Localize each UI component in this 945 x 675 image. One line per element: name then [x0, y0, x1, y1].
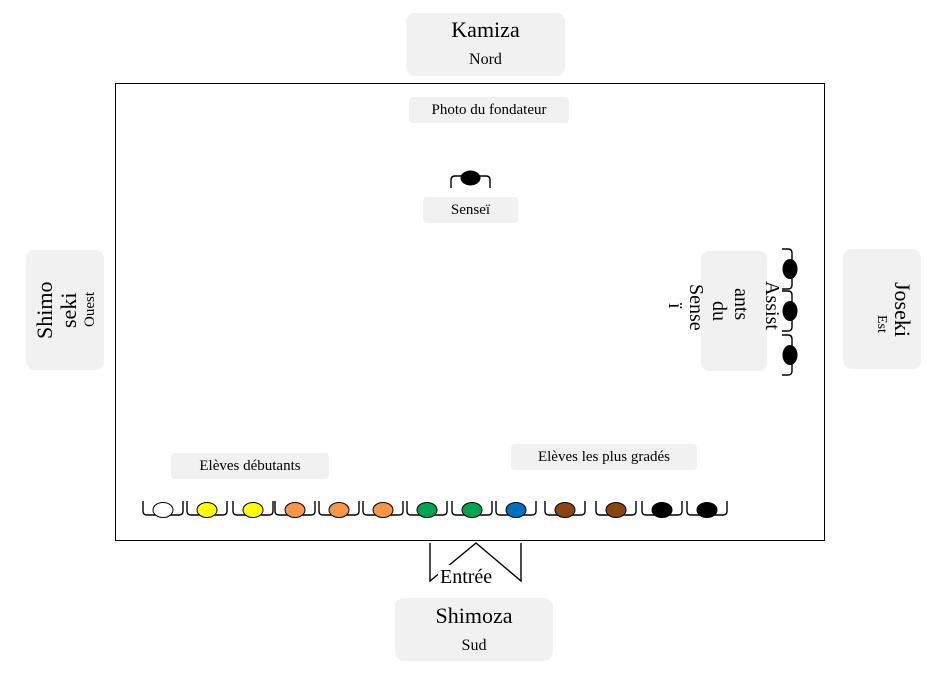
assistant-seat-icon: [782, 248, 798, 290]
kamiza-box: Kamiza Nord: [406, 13, 565, 76]
assistants-line-1: Assist: [761, 281, 783, 330]
joseki-box: Joseki Est: [843, 249, 921, 369]
entrance-door-icon: [429, 542, 522, 583]
kamiza-title: Kamiza: [451, 17, 520, 42]
shimoza-box: Shimoza Sud: [395, 598, 553, 661]
student-seat-icon: [232, 501, 274, 518]
student-seat-icon: [544, 501, 586, 518]
founder-photo-label: Photo du fondateur: [409, 97, 569, 123]
student-seat-icon: [142, 501, 184, 518]
shimoza-direction: Sud: [461, 637, 487, 654]
student-seat-icon: [406, 501, 448, 518]
assistants-line-3: du: [708, 301, 730, 321]
student-seat-icon: [186, 501, 228, 518]
joseki-direction: Est: [874, 315, 889, 333]
assistants-line-5: ï: [664, 303, 686, 309]
dojo-room: [115, 83, 825, 541]
shimoseki-box: Shimo seki Ouest: [26, 250, 104, 370]
assistant-seats: [782, 248, 798, 376]
joseki-title: Joseki: [890, 281, 915, 337]
beginners-label: Elèves débutants: [171, 453, 329, 479]
student-seat-icon: [362, 501, 404, 518]
student-seat-icon: [318, 501, 360, 518]
student-seats: [142, 501, 728, 518]
assistant-seat-icon: [782, 334, 798, 376]
student-seat-icon: [595, 501, 637, 518]
advanced-label: Elèves les plus gradés: [511, 444, 697, 470]
entrance-label: Entrée: [438, 565, 495, 589]
student-seat-icon: [641, 501, 683, 518]
sensei-label: Senseï: [423, 197, 518, 223]
assistant-seat-icon: [782, 290, 798, 332]
student-seat-icon: [274, 501, 316, 518]
sensei-seat-icon: [450, 170, 491, 188]
assistants-label: Assist ants du Sense ï: [664, 251, 783, 371]
assistants-line-4: Sense: [685, 284, 707, 331]
assistants-line-2: ants: [730, 288, 752, 321]
student-seat-icon: [495, 501, 537, 518]
kamiza-direction: Nord: [469, 51, 502, 68]
student-seat-icon: [451, 501, 493, 518]
student-seat-icon: [686, 501, 728, 518]
shimoza-title: Shimoza: [435, 603, 513, 628]
